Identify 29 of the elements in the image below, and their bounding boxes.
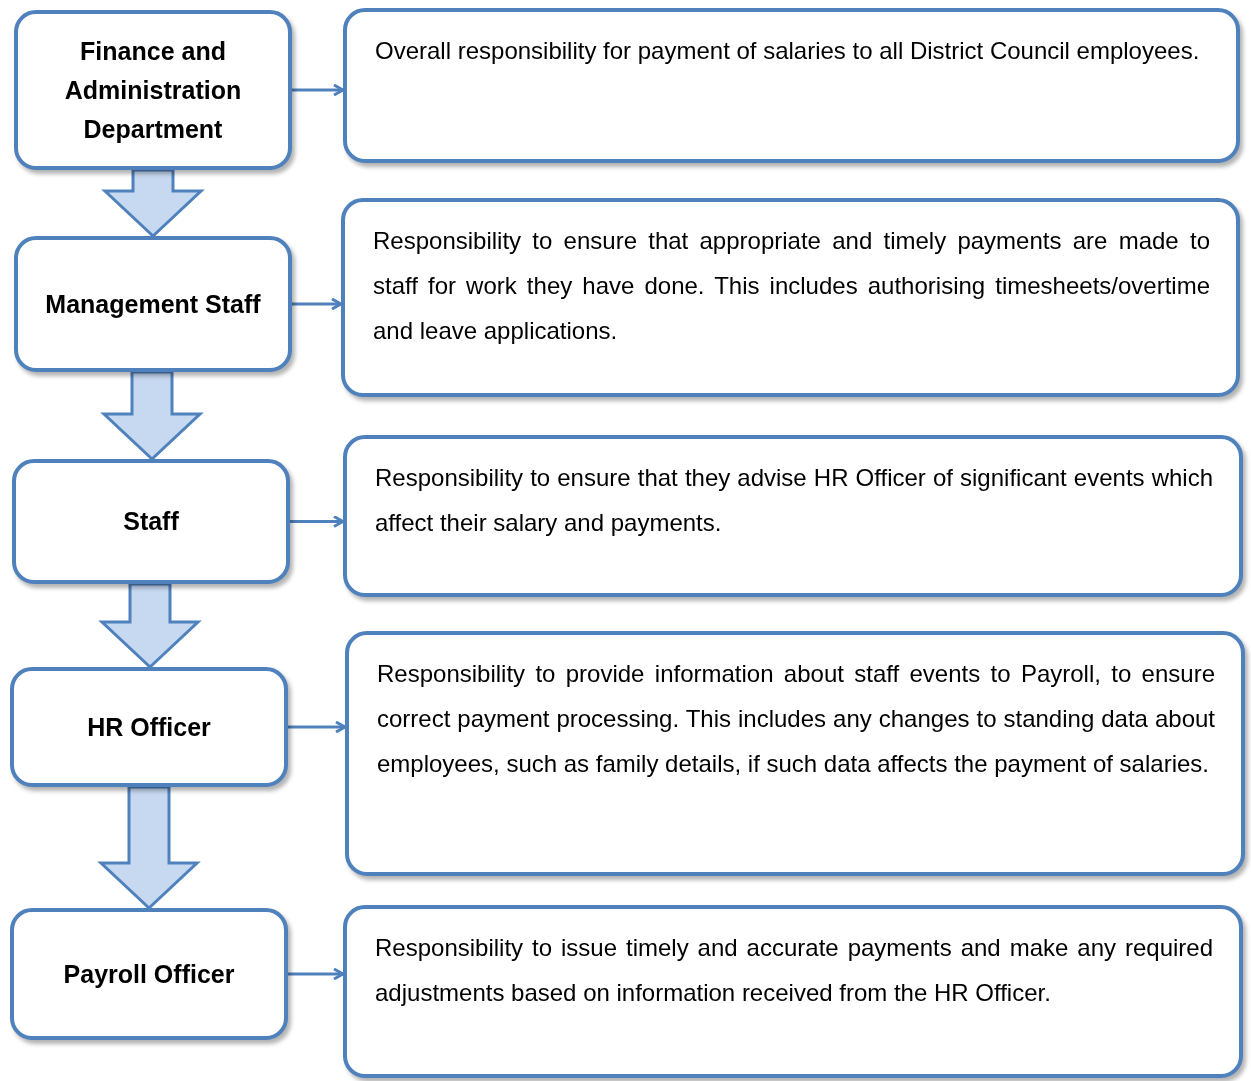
description-box [343, 435, 1243, 597]
box-text: HR Officer [86, 711, 212, 743]
box-text: Management Staff [44, 288, 262, 320]
role-box [10, 667, 288, 787]
arrow [292, 297, 343, 311]
block-arrow [100, 370, 204, 462]
arrow [288, 967, 345, 981]
arrow [292, 83, 345, 97]
box-text: Payroll Officer [62, 958, 236, 990]
role-box [10, 908, 288, 1040]
box-text: Responsibility to ensure that appropriate and timely payments are made to staff for work they have done. This includes authorising timesheets/overtime and leave applications. [373, 226, 1210, 346]
role-box [14, 10, 292, 170]
box-text: Responsibility to ensure that they advise HR Officer of significant events which affect their salary and payments. [375, 463, 1213, 538]
box-text: Finance and Administration Department [63, 35, 243, 145]
arrow [288, 720, 347, 734]
box-text: Responsibility to issue timely and accurate payments and make any required adjustments based on information received from the HR Officer. [375, 933, 1213, 1008]
arrow [290, 515, 345, 528]
block-arrow [98, 582, 202, 670]
box-text: Responsibility to provide information about staff events to Payroll, to ensure correct payment processing. This includes any changes to standing data about employees, such as family details, if such data affects the payment of salaries. [377, 659, 1215, 779]
description-box [341, 198, 1240, 397]
block-arrow [97, 785, 201, 911]
role-box [12, 459, 290, 584]
box-text: Staff [122, 506, 180, 537]
description-box [345, 631, 1245, 876]
box-text: Overall responsibility for payment of salaries to all District Council employees. [375, 36, 1201, 66]
block-arrow [101, 168, 205, 239]
description-box [343, 905, 1243, 1078]
role-box [14, 236, 292, 372]
description-box [343, 8, 1240, 163]
